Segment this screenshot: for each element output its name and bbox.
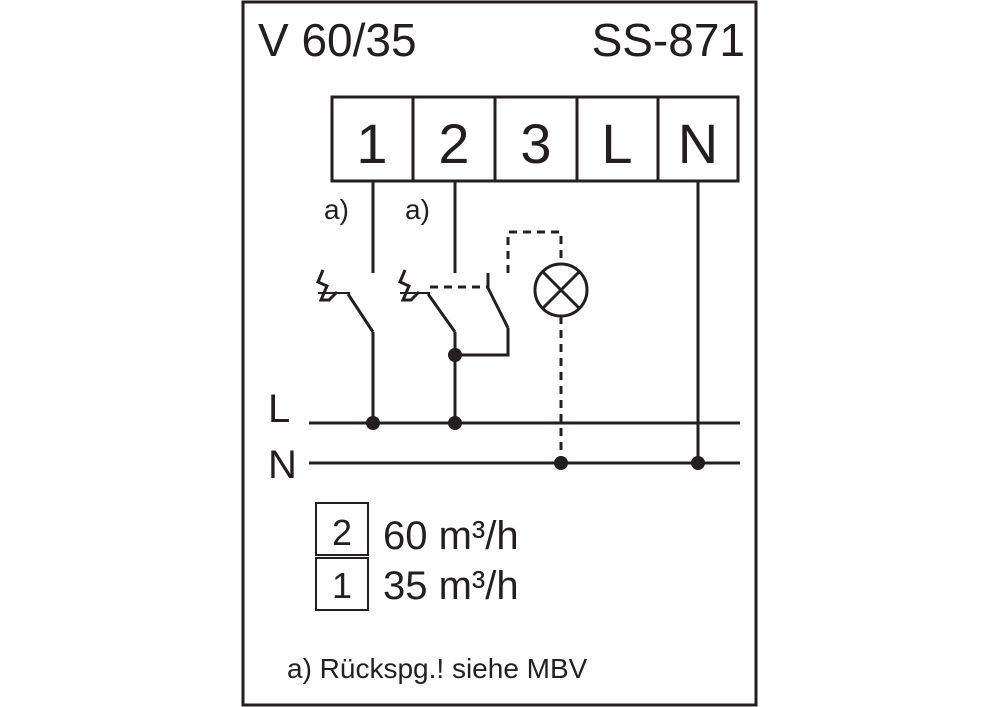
switch-2-contact — [426, 293, 457, 333]
legend — [315, 502, 369, 611]
wiring — [309, 181, 740, 465]
terminal-label-3: 3 — [520, 112, 551, 175]
switch-1-actuator — [316, 269, 339, 302]
terminal-label-N: N — [678, 112, 718, 175]
indicator-lamp — [533, 262, 589, 318]
diagram-frame — [241, 0, 758, 707]
legend-text-35: 35 m³/h — [383, 564, 519, 608]
wire-lamp-dashed — [506, 230, 563, 273]
bus-label-L: L — [268, 387, 290, 431]
switch-2b-return — [455, 328, 510, 357]
junction-dot — [448, 416, 462, 430]
footnote: a) Rückspg.! siehe MBV — [287, 653, 588, 684]
terminal-label-L: L — [601, 112, 632, 175]
junctions — [366, 348, 705, 470]
switch-2-actuator — [398, 269, 421, 302]
legend-text-60: 60 m³/h — [383, 514, 519, 558]
article-code: SS-871 — [592, 14, 745, 66]
legend-box-2-label: 2 — [332, 512, 352, 553]
terminal-label-2: 2 — [438, 112, 469, 175]
switch-1-contact — [346, 293, 375, 333]
junction-dot — [691, 456, 705, 470]
lamp-cross-b — [541, 270, 581, 310]
note-mark-terminal-2: a) — [405, 194, 430, 225]
junction-dot — [448, 348, 462, 362]
legend-box-1-label: 1 — [332, 565, 352, 606]
note-mark-terminal-1: a) — [324, 194, 349, 225]
junction-dot — [554, 456, 568, 470]
switch-2b-contact — [486, 287, 510, 329]
legend-box-1 — [315, 557, 369, 611]
bus-label-N: N — [268, 443, 297, 487]
terminal-label-1: 1 — [356, 112, 387, 175]
legend-box-2 — [315, 502, 369, 556]
junction-dot — [366, 416, 380, 430]
model-title: V 60/35 — [258, 14, 417, 66]
